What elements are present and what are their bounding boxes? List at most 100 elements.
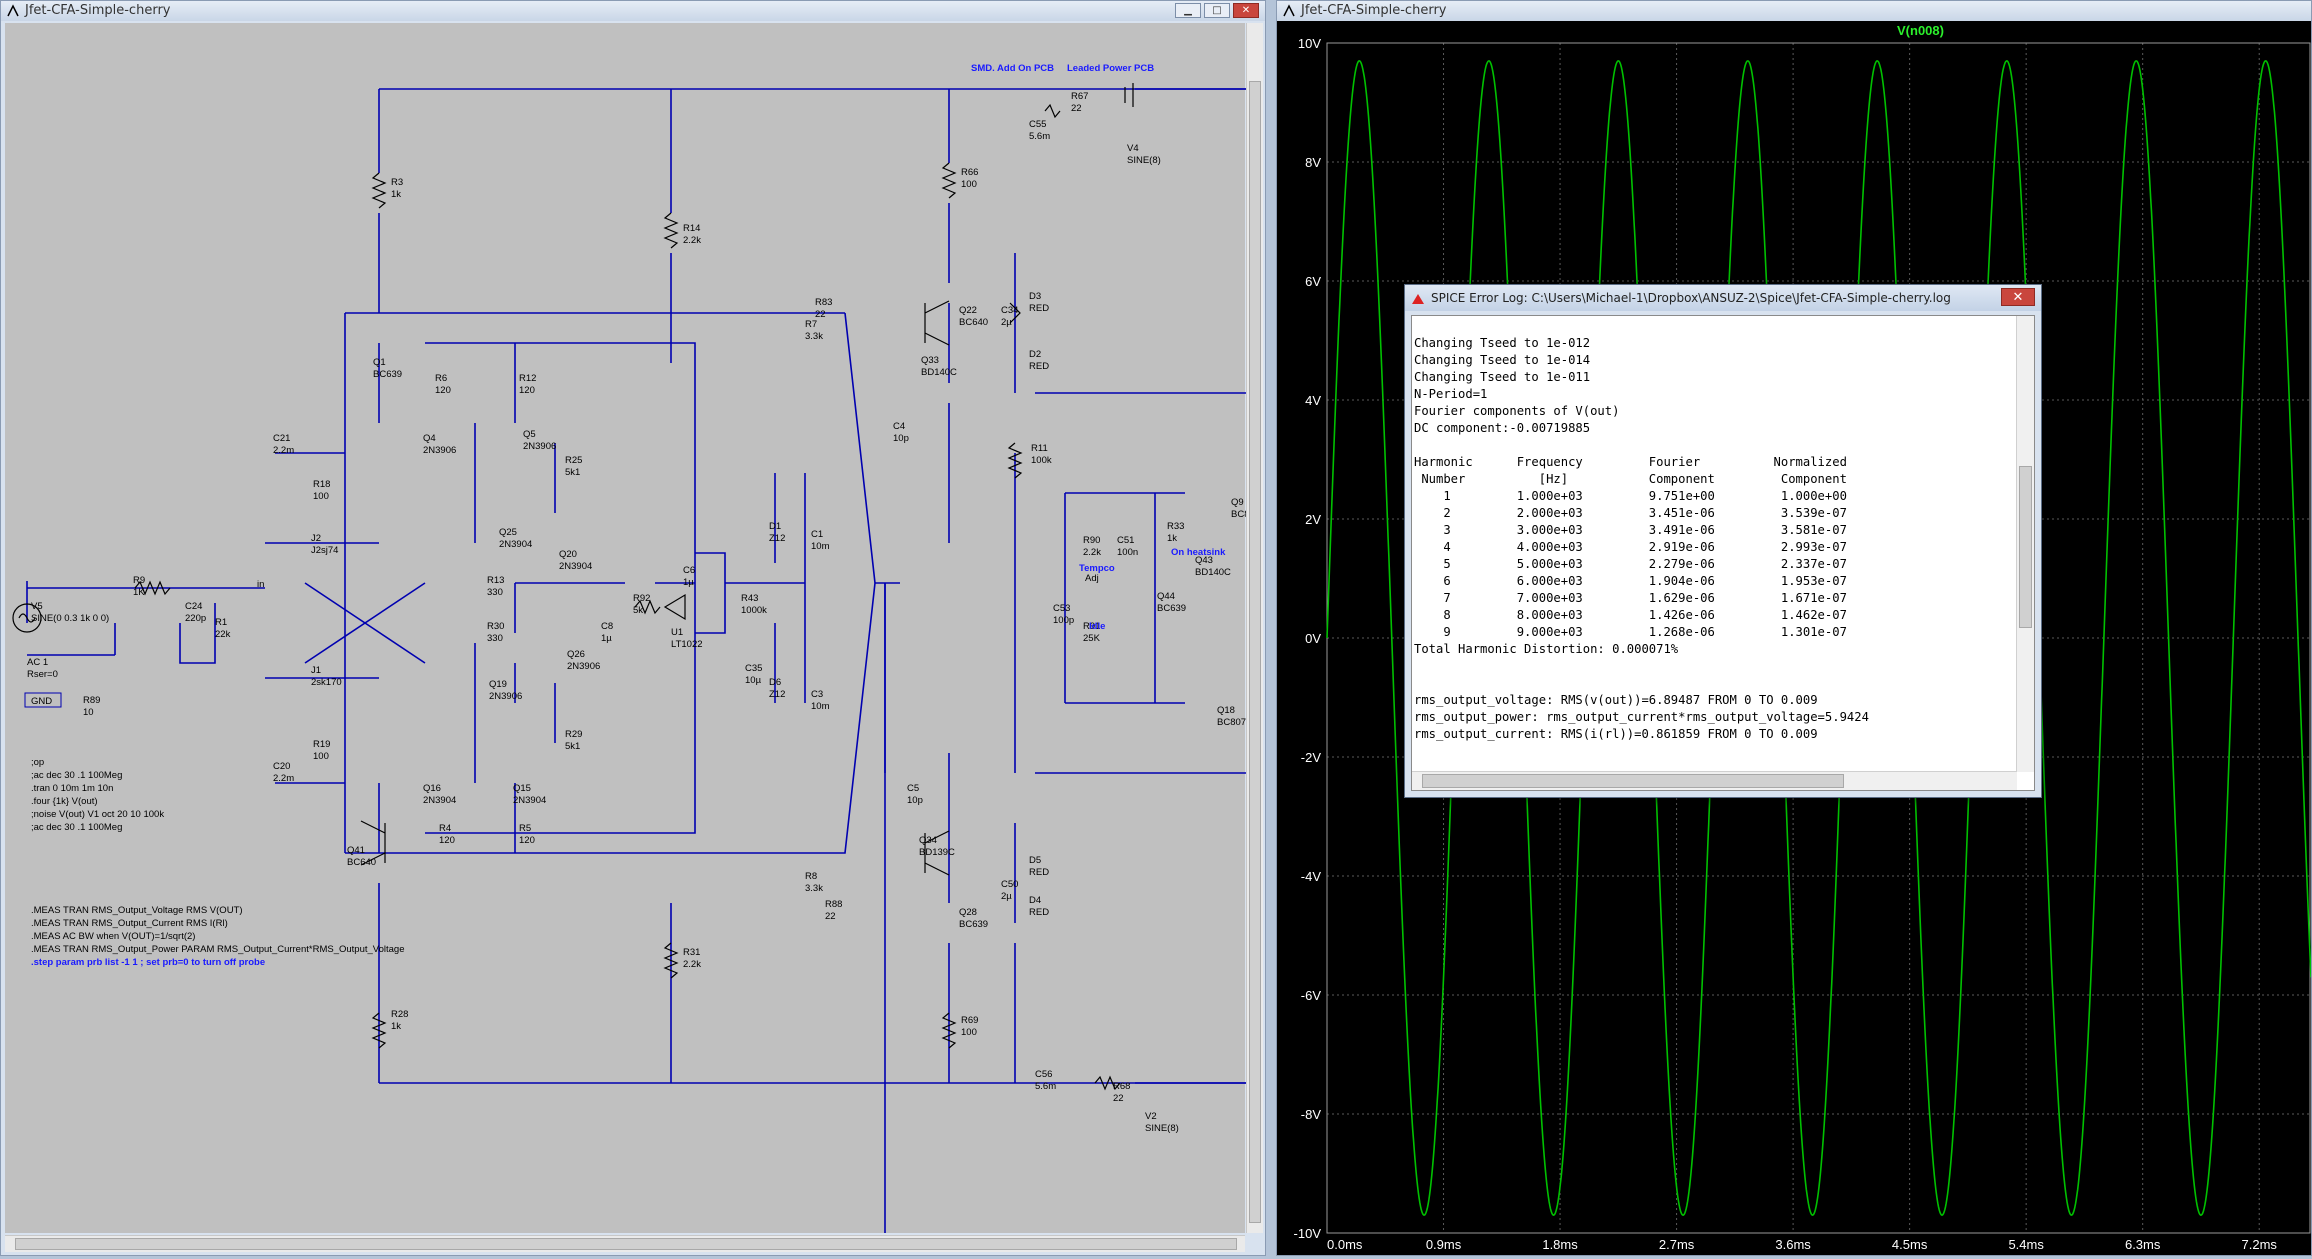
directive-2[interactable]: .tran 0 10m 1m 10n: [31, 783, 113, 794]
component-ref-q22[interactable]: Q22: [959, 305, 977, 316]
component-ref-r89[interactable]: R89: [83, 695, 100, 706]
component-ref-c56[interactable]: C56: [1035, 1069, 1052, 1080]
error-log-close-button[interactable]: ✕: [2001, 288, 2035, 306]
maximize-button[interactable]: □: [1204, 3, 1230, 18]
component-value-c20[interactable]: 2.2m: [273, 773, 294, 784]
directive-1[interactable]: ;ac dec 30 .1 100Meg: [31, 770, 122, 781]
waveform-titlebar[interactable]: Jfet-CFA-Simple-cherry: [1277, 1, 2311, 21]
component-ref-r30[interactable]: R30: [487, 621, 504, 632]
component-ref-c4[interactable]: C4: [893, 421, 905, 432]
component-value-c21[interactable]: 2.2m: [273, 445, 294, 456]
component-ref-c51[interactable]: C51: [1117, 535, 1134, 546]
component-ref-d4[interactable]: D4: [1029, 895, 1041, 906]
component-value-r28[interactable]: 1k: [391, 1021, 401, 1032]
schematic-window[interactable]: Jfet-CFA-Simple-cherry ▁ □ ✕: [0, 0, 1274, 1256]
component-value-q19[interactable]: 2N3906: [489, 691, 522, 702]
component-value-c53[interactable]: 100p: [1053, 615, 1074, 626]
component-ref-r92[interactable]: R92: [633, 593, 650, 604]
component-value-r6[interactable]: 120: [435, 385, 451, 396]
component-value-q22[interactable]: BC640: [959, 317, 988, 328]
component-value-c35[interactable]: 10µ: [745, 675, 762, 686]
component-ref-q34[interactable]: Q34: [919, 835, 937, 846]
component-ref-c8[interactable]: C8: [601, 621, 613, 632]
component-ref-q19[interactable]: Q19: [489, 679, 507, 690]
component-value-q4[interactable]: 2N3906: [423, 445, 456, 456]
error-log-titlebar[interactable]: SPICE Error Log: C:\Users\Michael-1\Drop…: [1405, 285, 2041, 311]
component-value-r92[interactable]: 5k: [633, 605, 643, 616]
component-ref-j1[interactable]: J1: [311, 665, 321, 676]
component-value-c24[interactable]: 220p: [185, 613, 206, 624]
component-value-j1[interactable]: 2sk170: [311, 677, 342, 688]
component-ref-q28[interactable]: Q28: [959, 907, 977, 918]
component-ref-r5[interactable]: R5: [519, 823, 531, 834]
component-ref-r11[interactable]: R11: [1031, 443, 1048, 454]
component-value-c3[interactable]: 10m: [811, 701, 830, 712]
component-value-r11[interactable]: 100k: [1031, 455, 1052, 466]
component-ref-r88[interactable]: R88: [825, 899, 842, 910]
component-ref-r18[interactable]: R18: [313, 479, 330, 490]
component-ref-r28[interactable]: R28: [391, 1009, 408, 1020]
component-ref-c20[interactable]: C20: [273, 761, 290, 772]
component-ref-c34[interactable]: C34: [1001, 305, 1018, 316]
component-ref-u1[interactable]: U1: [671, 627, 683, 638]
component-value-r14[interactable]: 2.2k: [683, 235, 701, 246]
spice-error-log-dialog[interactable]: SPICE Error Log: C:\Users\Michael-1\Drop…: [1404, 284, 2042, 798]
component-value-r25[interactable]: 5k1: [565, 467, 580, 478]
minimize-button[interactable]: ▁: [1175, 3, 1201, 18]
component-ref-q4[interactable]: Q4: [423, 433, 436, 444]
component-value-r90[interactable]: 2.2k: [1083, 547, 1101, 558]
component-value-q43[interactable]: BD140C: [1195, 567, 1231, 578]
component-value-r66[interactable]: 100: [961, 179, 977, 190]
component-value-q25[interactable]: 2N3904: [499, 539, 532, 550]
component-value-q34[interactable]: BD139C: [919, 847, 955, 858]
component-value-q9[interactable]: BC817-40: [1231, 509, 1274, 520]
component-value-c56[interactable]: 5.6m: [1035, 1081, 1056, 1092]
component-ref-q44[interactable]: Q44: [1157, 591, 1175, 602]
component-value-q20[interactable]: 2N3904: [559, 561, 592, 572]
component-value-v5[interactable]: SINE(0 0.3 1k 0 0): [31, 613, 109, 624]
component-value-q44[interactable]: BC639: [1157, 603, 1186, 614]
component-value-q41[interactable]: BC640: [347, 857, 376, 868]
component-ref-q15[interactable]: Q15: [513, 783, 531, 794]
component-value-r19[interactable]: 100: [313, 751, 329, 762]
close-button[interactable]: ✕: [1233, 3, 1259, 18]
component-ref-q9[interactable]: Q9: [1231, 497, 1244, 508]
component-value-r13[interactable]: 330: [487, 587, 503, 598]
component-ref-r6[interactable]: R6: [435, 373, 447, 384]
component-value-r33[interactable]: 1k: [1167, 533, 1177, 544]
meas-directive-3[interactable]: .MEAS TRAN RMS_Output_Power PARAM RMS_Ou…: [31, 944, 404, 955]
meas-directive-2[interactable]: .MEAS AC BW when V(OUT)=1/sqrt(2): [31, 931, 195, 942]
component-ref-r4[interactable]: R4: [439, 823, 451, 834]
component-value-r67[interactable]: 22: [1071, 103, 1082, 114]
component-value-d4[interactable]: RED: [1029, 907, 1049, 918]
component-value-d3[interactable]: RED: [1029, 303, 1049, 314]
meas-directive-1[interactable]: .MEAS TRAN RMS_Output_Current RMS I(Rl): [31, 918, 228, 929]
component-ref-r1[interactable]: R1: [215, 617, 227, 628]
component-value-d2[interactable]: RED: [1029, 361, 1049, 372]
component-value-q15[interactable]: 2N3904: [513, 795, 546, 806]
component-ref-r7[interactable]: R7: [805, 319, 817, 330]
component-ref-c50[interactable]: C50: [1001, 879, 1018, 890]
component-ref-c21[interactable]: C21: [273, 433, 290, 444]
component-value-c51[interactable]: 100n: [1117, 547, 1138, 558]
error-log-horizontal-scrollbar[interactable]: [1412, 771, 2017, 790]
component-ref-r43[interactable]: R43: [741, 593, 758, 604]
component-value-r9[interactable]: 1K: [133, 587, 145, 598]
component-value-r18[interactable]: 100: [313, 491, 329, 502]
component-value-r69[interactable]: 100: [961, 1027, 977, 1038]
component-value-d5[interactable]: RED: [1029, 867, 1049, 878]
component-value-r88[interactable]: 22: [825, 911, 836, 922]
component-ref-r8[interactable]: R8: [805, 871, 817, 882]
component-value-q16[interactable]: 2N3904: [423, 795, 456, 806]
component-value-r91[interactable]: 25K: [1083, 633, 1101, 644]
component-value-c34[interactable]: 2µ: [1001, 317, 1012, 328]
component-value-r68[interactable]: 22: [1113, 1093, 1124, 1104]
step-directive[interactable]: .step param prb list -1 1 ; set prb=0 to…: [31, 957, 265, 968]
component-value-r29[interactable]: 5k1: [565, 741, 580, 752]
component-value-r83[interactable]: 22: [815, 309, 826, 320]
component-ref-q20[interactable]: Q20: [559, 549, 577, 560]
component-ref-r91[interactable]: R91: [1083, 621, 1100, 632]
schematic-horizontal-scrollbar[interactable]: [5, 1235, 1245, 1252]
component-ref-j2[interactable]: J2: [311, 533, 321, 544]
